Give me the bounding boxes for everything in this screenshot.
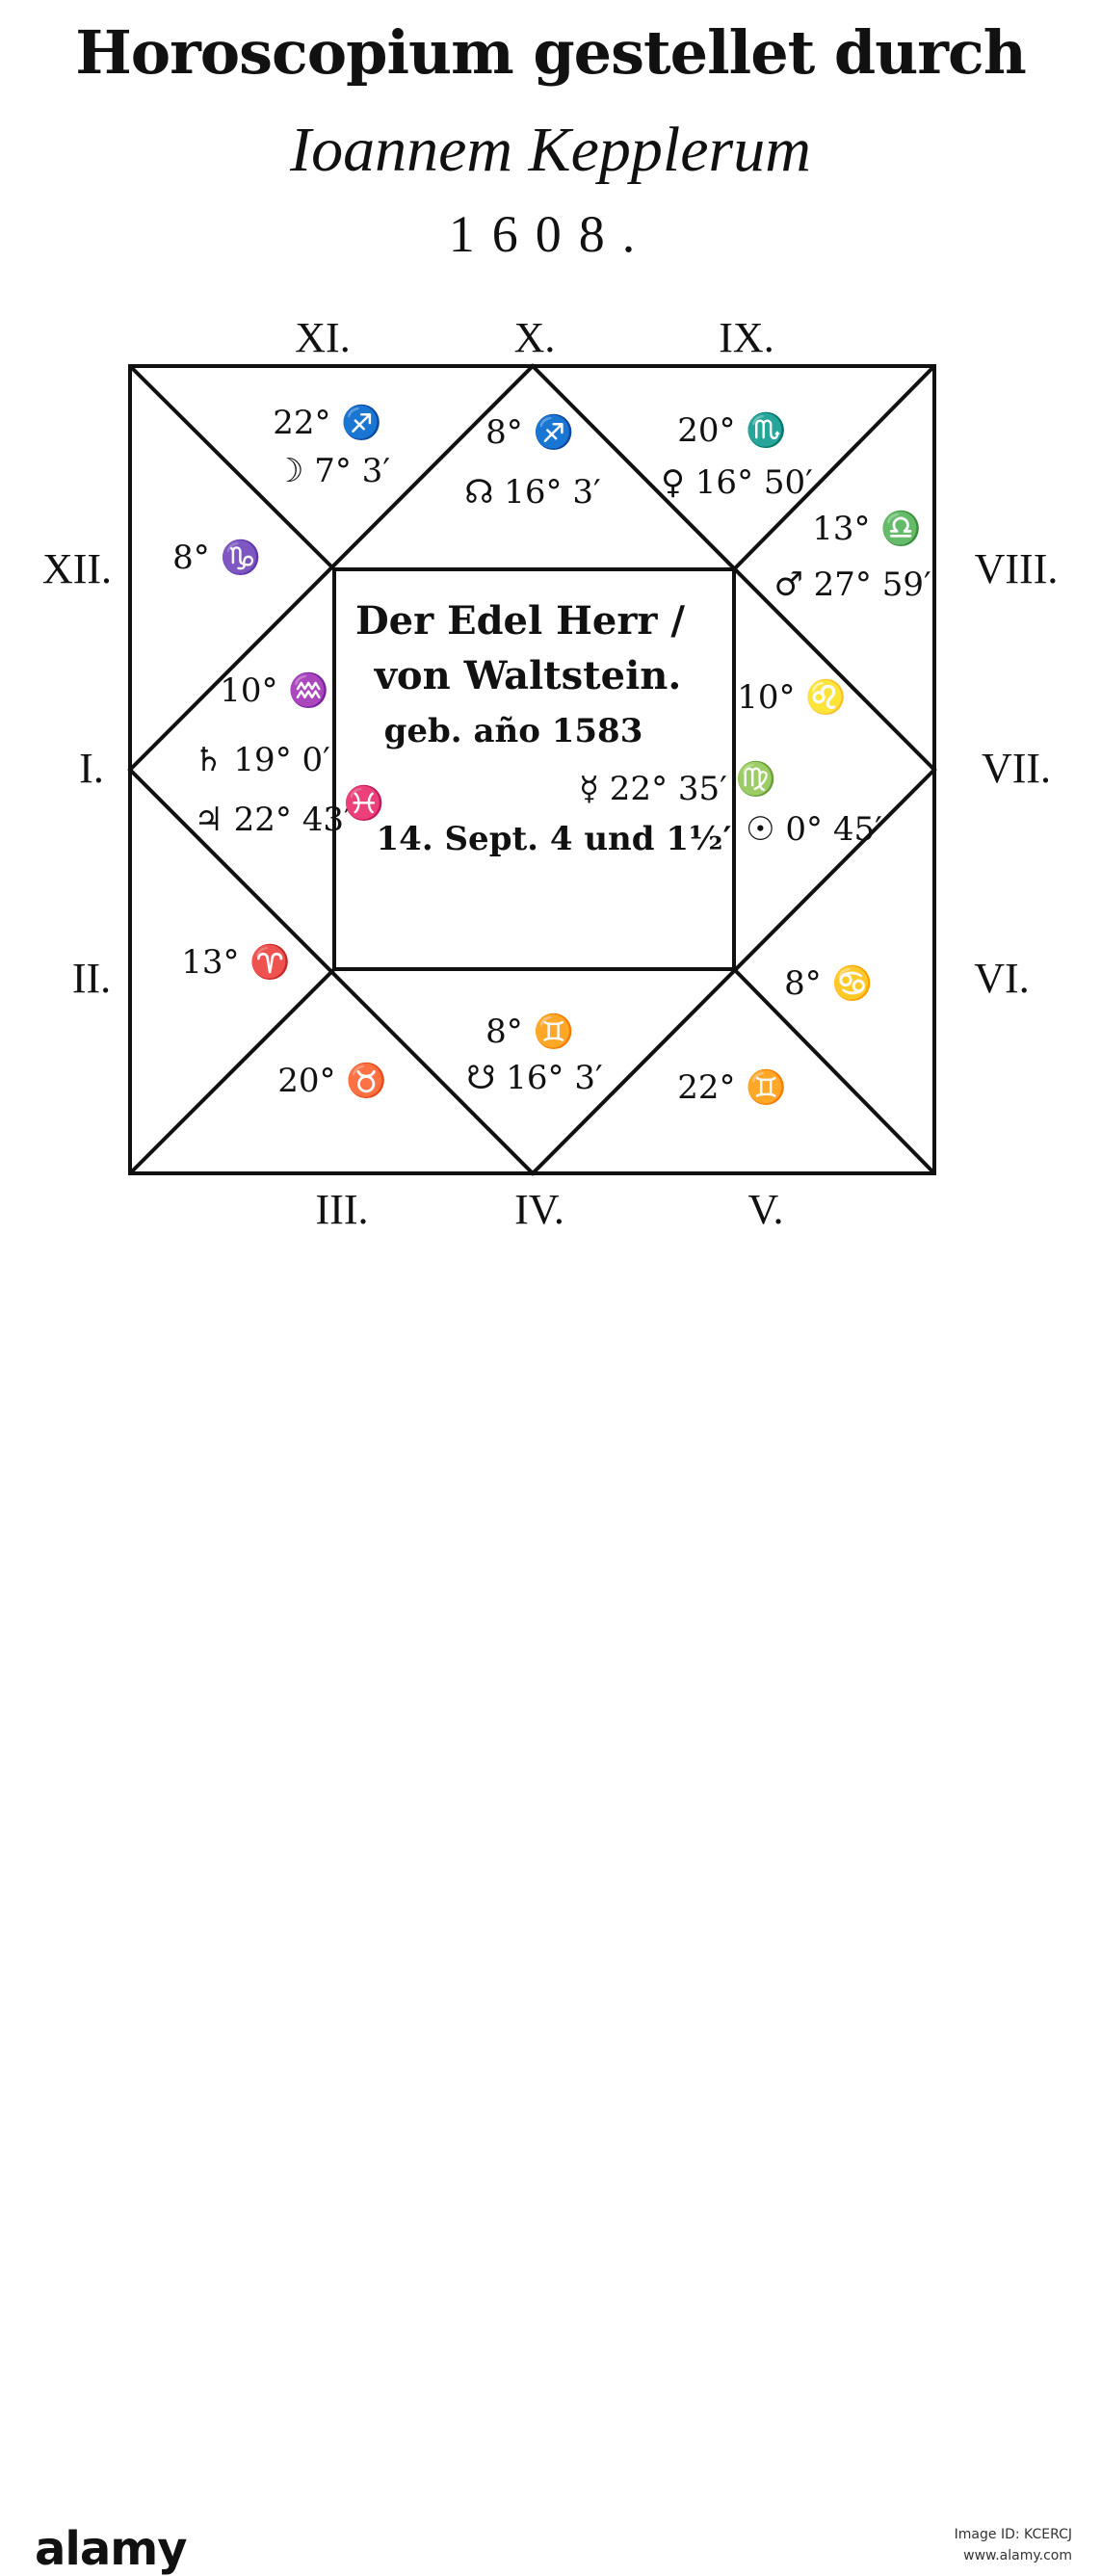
- house-4-planet: ☋ 16° 3′: [466, 1059, 602, 1097]
- center-line-2: von Waltstein.: [374, 653, 682, 698]
- house-2-cusp: 13° ♈: [181, 943, 290, 982]
- house-1-saturn: ♄ 19° 0′: [194, 741, 330, 779]
- center-mercury: ☿ 22° 35′: [579, 770, 727, 808]
- house-9-cusp: 20° ♏: [677, 411, 786, 450]
- intercepted-sign-virgo: ♍: [736, 760, 776, 799]
- house-label-iii: III.: [316, 1186, 369, 1233]
- house-12-cusp: 8° ♑: [172, 539, 261, 577]
- horoscope-chart: XI. X. IX. XII. VIII. I. VII. II. VI. II…: [42, 314, 1059, 1233]
- house-7-sun: ☉ 0° 45′: [746, 810, 882, 849]
- house-8-planet: ♂ 27° 59′: [773, 565, 931, 604]
- house-10-planet: ☊ 16° 3′: [464, 473, 600, 512]
- site-link[interactable]: www.alamy.com: [963, 2548, 1072, 2563]
- center-line-4: 14. Sept. 4 und 1½′: [377, 820, 732, 858]
- center-line-3: geb. año 1583: [384, 712, 643, 750]
- intercepted-sign-pisces: ♓: [344, 784, 384, 823]
- house-label-v: V.: [747, 1186, 783, 1233]
- house-label-iv: IV.: [514, 1186, 564, 1233]
- house-label-xi: XI.: [295, 314, 350, 361]
- house-label-i: I.: [79, 745, 104, 792]
- house-1-cusp: 10° ♒: [220, 671, 328, 710]
- diagonal-bottom-left: [128, 967, 336, 1175]
- house-label-ix: IX.: [719, 314, 773, 361]
- house-label-xii: XII.: [42, 545, 112, 592]
- house-7-cusp: 10° ♌: [737, 678, 846, 717]
- image-id-text: Image ID: KCERCJ: [954, 2527, 1072, 2542]
- diagonal-top-right: [732, 364, 936, 571]
- title-line-1: Horoscopium gestellet durch: [75, 17, 1027, 88]
- house-label-vi: VI.: [974, 955, 1029, 1002]
- house-11-planet: ☽ 7° 3′: [275, 452, 390, 490]
- alamy-logo: alamy: [35, 2522, 188, 2576]
- diagonal-bottom-right: [732, 967, 936, 1175]
- house-label-vii: VII.: [982, 745, 1051, 792]
- house-9-planet: ♀ 16° 50′: [661, 463, 813, 502]
- house-8-cusp: 13° ♎: [812, 510, 921, 548]
- house-3-cusp: 20° ♉: [277, 1062, 386, 1100]
- title-year: 1608.: [448, 205, 653, 263]
- chart-lines: [127, 363, 937, 1176]
- house-label-x: X.: [514, 314, 556, 361]
- house-11-cusp: 22° ♐: [273, 404, 381, 442]
- house-5-cusp: 22° ♊: [677, 1068, 786, 1107]
- stock-footer: alamy Image ID: KCERCJ www.alamy.com: [0, 1252, 1101, 2576]
- house-4-cusp: 8° ♊: [485, 1012, 574, 1051]
- footer-meta: Image ID: KCERCJ www.alamy.com: [955, 2524, 1072, 2566]
- inner-square: [332, 567, 736, 971]
- engraving-page: Horoscopium gestellet durch Ioannem Kepp…: [0, 0, 1101, 1252]
- center-line-1: Der Edel Herr /: [355, 598, 685, 644]
- diamond: [127, 363, 937, 1176]
- house-10-cusp: 8° ♐: [485, 413, 574, 452]
- title-line-2: Ioannem Kepplerum: [290, 115, 811, 185]
- house-label-viii: VIII.: [975, 545, 1059, 592]
- house-1-jupiter: ♃ 22° 43′: [194, 801, 351, 839]
- diagonal-top-left: [128, 364, 336, 571]
- house-6-cusp: 8° ♋: [784, 964, 873, 1003]
- house-label-ii: II.: [72, 955, 111, 1002]
